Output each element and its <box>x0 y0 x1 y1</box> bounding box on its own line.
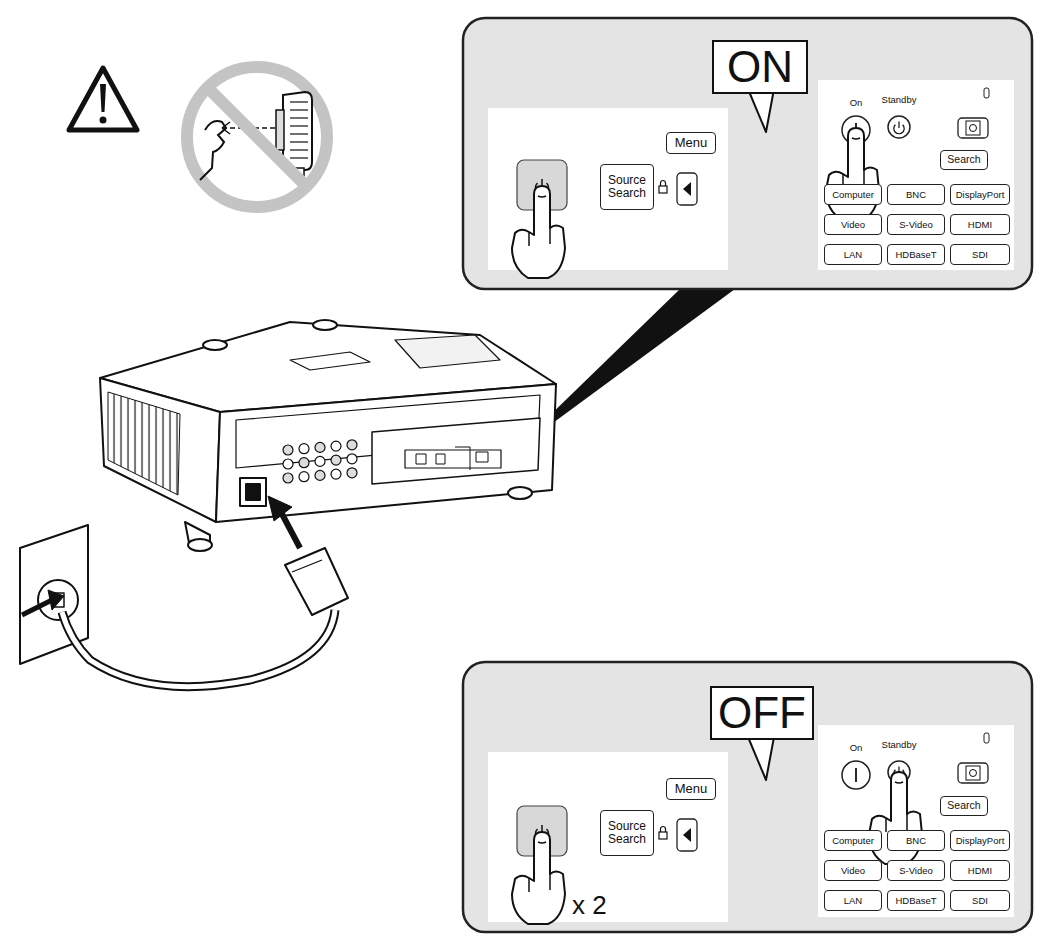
button-text: HDMI <box>968 220 992 230</box>
press-count: On <box>850 97 863 108</box>
press-count: On <box>850 742 863 753</box>
warning-sign <box>69 68 137 130</box>
pressing-hand <box>512 128 922 924</box>
button-label: Computer <box>824 184 882 205</box>
button-caption: Standby <box>882 94 917 105</box>
button-text: Computer <box>832 836 874 846</box>
button-label: HDBaseT <box>887 244 945 265</box>
button-label: Menu <box>666 132 716 154</box>
button-label: SDI <box>950 890 1010 911</box>
button-label: BNC <box>887 184 945 205</box>
button-label: HDMI <box>950 214 1010 235</box>
button-text: Menu <box>675 782 708 796</box>
button-label: LAN <box>824 890 882 911</box>
button-text: LAN <box>844 896 862 906</box>
button-label: Computer <box>824 830 882 851</box>
button-text: DisplayPort <box>956 836 1005 846</box>
button-label: Source Search <box>600 164 654 210</box>
prohibition-sign <box>187 67 327 207</box>
power-cord <box>20 496 348 687</box>
button-text: HDBaseT <box>895 250 936 260</box>
button-text: Search <box>947 800 980 811</box>
button-label: BNC <box>887 830 945 851</box>
button-label: Source Search <box>600 810 654 856</box>
callout-panel <box>463 662 1032 932</box>
button-text: Computer <box>832 190 874 200</box>
button-text: SDI <box>972 896 988 906</box>
button-text: Source Search <box>603 820 651 845</box>
button-text: Video <box>841 866 865 876</box>
button-label: Menu <box>666 778 716 800</box>
button-text: Menu <box>675 136 708 150</box>
button-text: S-Video <box>899 220 933 230</box>
press-count: x 2 <box>572 890 607 921</box>
button-label: LAN <box>824 244 882 265</box>
button-label: HDBaseT <box>887 890 945 911</box>
button-label: Search <box>940 796 988 816</box>
button-label: SDI <box>950 244 1010 265</box>
button-text: DisplayPort <box>956 190 1005 200</box>
button-text: Video <box>841 220 865 230</box>
button-label: Video <box>824 860 882 881</box>
speech-bubble: ON <box>712 40 808 94</box>
button-text: ON <box>727 42 793 92</box>
button-text: S-Video <box>899 866 933 876</box>
button-text: HDMI <box>968 866 992 876</box>
projector <box>100 320 556 551</box>
button-label: S-Video <box>887 860 945 881</box>
button-caption: Standby <box>882 739 917 750</box>
button-text: BNC <box>906 836 926 846</box>
button-label: HDMI <box>950 860 1010 881</box>
button-label: S-Video <box>887 214 945 235</box>
button-label: Video <box>824 214 882 235</box>
button-text: SDI <box>972 250 988 260</box>
button-label: Search <box>940 150 988 170</box>
button-text: Source Search <box>603 174 651 199</box>
button-text: BNC <box>906 190 926 200</box>
button-text: HDBaseT <box>895 896 936 906</box>
button-label: DisplayPort <box>950 830 1010 851</box>
button-label: DisplayPort <box>950 184 1010 205</box>
speech-bubble: OFF <box>710 686 814 740</box>
button-text: OFF <box>718 688 806 738</box>
button-text: Search <box>947 154 980 165</box>
button-text: LAN <box>844 250 862 260</box>
